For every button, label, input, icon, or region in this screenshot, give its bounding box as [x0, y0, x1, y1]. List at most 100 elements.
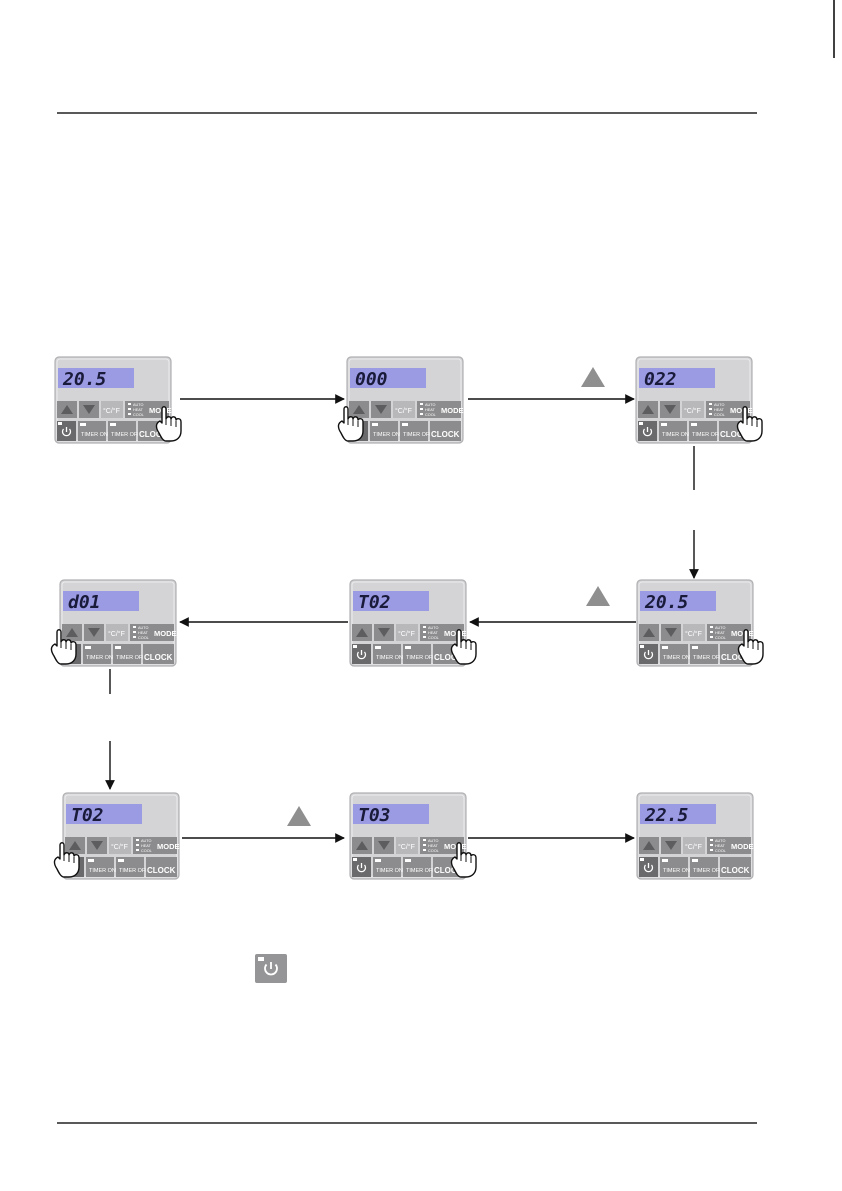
timer-on-button[interactable]: TIMER ON [659, 421, 689, 441]
mode-option-label: HEAT [133, 408, 144, 412]
unit-toggle-button[interactable]: °C/°F [101, 401, 123, 418]
mode-option-label: AUTO [428, 839, 439, 843]
down-button[interactable] [661, 837, 681, 854]
timer-off-label: TIMER OFF [692, 432, 722, 438]
down-button[interactable] [374, 837, 394, 854]
power-button[interactable] [352, 857, 371, 877]
mode-label: MODE [731, 842, 754, 851]
up-button[interactable] [57, 401, 77, 418]
mode-label: MODE [154, 629, 177, 638]
power-button[interactable] [639, 857, 658, 877]
unit-toggle-button[interactable]: °C/°F [396, 624, 418, 641]
clock-button[interactable]: CLOCK [146, 857, 177, 877]
unit-toggle-button[interactable]: °C/°F [106, 624, 128, 641]
power-button[interactable] [639, 644, 658, 664]
mode-option-label: HEAT [715, 844, 726, 848]
power-button[interactable] [57, 421, 76, 441]
up-button[interactable] [349, 401, 369, 418]
timer-on-button[interactable]: TIMER ON [373, 644, 403, 664]
mode-option-label: HEAT [425, 408, 436, 412]
clock-button[interactable]: CLOCK [720, 857, 751, 877]
lcd-value: 22.5 [644, 805, 689, 826]
mode-option-label: HEAT [428, 844, 439, 848]
up-button[interactable] [352, 624, 372, 641]
timer-off-button[interactable]: TIMER OFF [690, 857, 723, 877]
timer-on-label: TIMER ON [81, 432, 108, 438]
timer-on-button[interactable]: TIMER ON [83, 644, 113, 664]
unit-toggle-button[interactable]: °C/°F [682, 401, 704, 418]
timer-on-button[interactable]: TIMER ON [78, 421, 108, 441]
power-button[interactable] [638, 421, 657, 441]
lcd-display [350, 368, 426, 388]
timer-off-button[interactable]: TIMER OFF [400, 421, 433, 441]
unit-toggle-button[interactable]: °C/°F [393, 401, 415, 418]
down-button[interactable] [79, 401, 99, 418]
down-button[interactable] [84, 624, 104, 641]
unit-toggle-button[interactable]: °C/°F [683, 624, 705, 641]
up-button[interactable] [62, 624, 82, 641]
timer-off-button[interactable]: TIMER OFF [113, 644, 146, 664]
mode-option-label: HEAT [138, 631, 149, 635]
lcd-value: T02 [71, 805, 104, 826]
timer-off-button[interactable]: TIMER OFF [689, 421, 722, 441]
up-button[interactable] [639, 624, 659, 641]
timer-off-label: TIMER OFF [403, 432, 433, 438]
power-button[interactable] [352, 644, 371, 664]
mode-option-label: COOL [428, 636, 439, 640]
lcd-display [640, 591, 716, 611]
mode-option-label: COOL [133, 413, 144, 417]
up-button[interactable] [638, 401, 658, 418]
up-arrow-hint-icon [581, 367, 605, 387]
up-button[interactable] [639, 837, 659, 854]
timer-off-label: TIMER OFF [111, 432, 141, 438]
down-button[interactable] [371, 401, 391, 418]
unit-toggle-label: °C/°F [398, 630, 415, 638]
timer-off-button[interactable]: TIMER OFF [108, 421, 141, 441]
timer-on-button[interactable]: TIMER ON [660, 857, 690, 877]
clock-button[interactable]: CLOCK [143, 644, 174, 664]
timer-off-label: TIMER OFF [693, 655, 723, 661]
unit-toggle-label: °C/°F [685, 843, 702, 851]
timer-on-button[interactable]: TIMER ON [660, 644, 690, 664]
mode-option-label: HEAT [714, 408, 725, 412]
up-button[interactable] [65, 837, 85, 854]
mode-label: MODE [731, 629, 754, 638]
mode-option-label: HEAT [428, 631, 439, 635]
lcd-value: 20.5 [644, 592, 689, 613]
down-button[interactable] [660, 401, 680, 418]
timer-off-button[interactable]: TIMER OFF [403, 857, 436, 877]
timer-off-label: TIMER OFF [116, 655, 146, 661]
clock-button[interactable]: CLOCK [430, 421, 461, 441]
mode-label: MODE [157, 842, 180, 851]
timer-off-button[interactable]: TIMER OFF [116, 857, 149, 877]
up-button[interactable] [352, 837, 372, 854]
down-button[interactable] [661, 624, 681, 641]
timer-off-button[interactable]: TIMER OFF [690, 644, 723, 664]
timer-on-label: TIMER ON [89, 868, 116, 874]
mode-option-label: AUTO [138, 626, 149, 630]
down-button[interactable] [87, 837, 107, 854]
timer-on-button[interactable]: TIMER ON [373, 857, 403, 877]
timer-on-label: TIMER ON [376, 868, 403, 874]
timer-on-button[interactable]: TIMER ON [370, 421, 400, 441]
down-button[interactable] [374, 624, 394, 641]
timer-on-label: TIMER ON [663, 655, 690, 661]
mode-label: MODE [441, 406, 464, 415]
unit-toggle-button[interactable]: °C/°F [683, 837, 705, 854]
unit-toggle-button[interactable]: °C/°F [109, 837, 131, 854]
mode-option-label: COOL [138, 636, 149, 640]
timer-off-button[interactable]: TIMER OFF [403, 644, 436, 664]
unit-toggle-button[interactable]: °C/°F [396, 837, 418, 854]
timer-on-button[interactable]: TIMER ON [86, 857, 116, 877]
